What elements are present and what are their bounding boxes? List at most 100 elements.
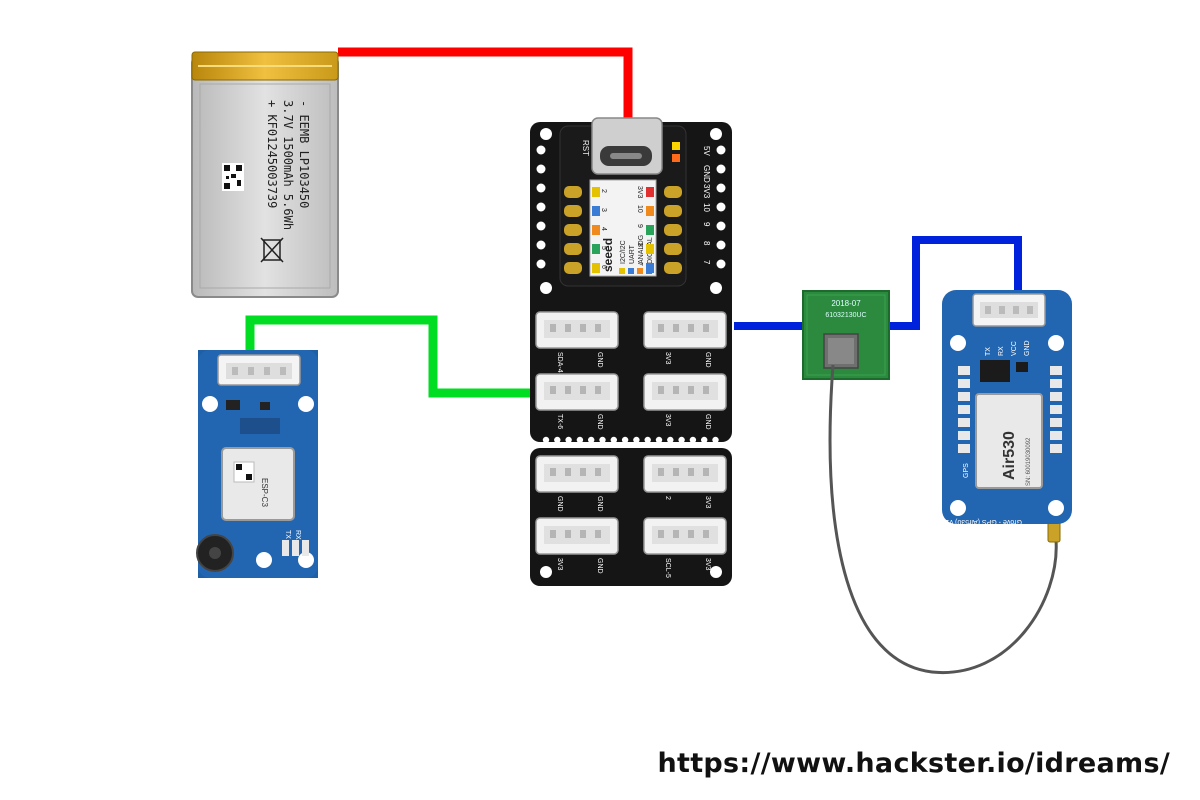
header-hole — [717, 184, 726, 193]
pin-color-mark — [592, 206, 600, 216]
perf-hole — [633, 437, 639, 443]
gps-module: TXRXVCCGND Air530 SN: 60019030092 GPS Gr… — [940, 290, 1072, 525]
perf-hole — [611, 437, 617, 443]
xiao-right-pin: 3V3 — [636, 186, 643, 199]
xiao-left-pin: 5 — [600, 246, 607, 250]
pad — [664, 224, 682, 236]
reset-label: RST — [581, 140, 590, 156]
xiao-right-pin: 8 — [636, 243, 643, 247]
perf-hole — [577, 437, 583, 443]
usb-c-port — [592, 118, 662, 174]
header-hole — [537, 165, 546, 174]
grove-port-label: 3V3 — [704, 496, 711, 509]
pad — [282, 540, 289, 556]
xiao-module: seeed I2C/I2CUARTANALOGDIGITAL 23V331049… — [560, 118, 686, 286]
pad — [958, 405, 970, 414]
perf-hole — [690, 437, 696, 443]
pad — [564, 224, 582, 236]
side-pin-label: 3V3 — [702, 184, 711, 199]
pad — [564, 262, 582, 274]
pad — [958, 431, 970, 440]
pin-color-mark — [592, 187, 600, 197]
pad — [564, 243, 582, 255]
expansion-board: 5VGND3V310987 seeed I2C/I2CUARTANALOGDIG… — [530, 118, 732, 586]
pin-color-mark — [592, 244, 600, 254]
pad — [958, 444, 970, 453]
pad — [664, 262, 682, 274]
grove-port-label: GND — [556, 496, 563, 512]
pad — [664, 205, 682, 217]
pad — [1050, 431, 1062, 440]
perf-hole — [712, 437, 718, 443]
pad — [958, 392, 970, 401]
pad — [1050, 379, 1062, 388]
battery-label-line-2: 3.7V 1500mAh 5.6Wh — [281, 100, 295, 230]
side-pin-label: 7 — [702, 260, 711, 265]
wifi-pin-rx: RX — [294, 530, 301, 540]
pin-color-mark — [646, 263, 654, 273]
side-pin-label: 8 — [702, 241, 711, 246]
xiao-right-pin: 7 — [636, 262, 643, 266]
pad — [1050, 405, 1062, 414]
pad — [1050, 392, 1062, 401]
gps-pin-label: TX — [985, 347, 992, 356]
grove-port-label: 3V3 — [664, 414, 671, 427]
pad — [292, 540, 299, 556]
pad — [1050, 366, 1062, 375]
pin-color-mark — [646, 187, 654, 197]
pad — [302, 540, 309, 556]
header-hole — [717, 165, 726, 174]
grove-port-label: 3V3 — [664, 352, 671, 365]
grove-port-label: TX-6 — [556, 414, 563, 429]
gps-pin-label: VCC — [1011, 341, 1018, 356]
grove-port-label: GND — [704, 414, 711, 430]
legend-swatch — [628, 268, 634, 274]
power-wire — [338, 52, 628, 118]
pad — [564, 205, 582, 217]
header-hole — [717, 260, 726, 269]
grove-port-label: SCL-5 — [664, 558, 671, 578]
perf-hole — [565, 437, 571, 443]
gps-side-label: GPS — [963, 463, 970, 478]
perf-hole — [656, 437, 662, 443]
perf-hole — [588, 437, 594, 443]
pin-color-mark — [592, 225, 600, 235]
perf-hole — [645, 437, 651, 443]
qr-code-icon — [222, 163, 244, 191]
xiao-left-pin: 4 — [600, 227, 607, 231]
gps-sn: SN: 60019030092 — [1026, 437, 1032, 486]
legend-swatch — [637, 268, 643, 274]
pad — [664, 186, 682, 198]
pad — [564, 186, 582, 198]
legend-swatch — [619, 268, 625, 274]
perf-hole — [701, 437, 707, 443]
wifi-pin-tx: TX — [284, 530, 291, 539]
grove-port-label: GND — [596, 352, 603, 368]
gps-bottom-label: Grove - GPS (Air530) v1.0 — [940, 518, 1022, 525]
xiao-right-pin: 10 — [636, 205, 643, 213]
grove-port-label: 2 — [664, 496, 671, 500]
side-pin-label: 9 — [702, 222, 711, 227]
side-pin-label: GND — [702, 165, 711, 183]
antenna-date: 2018-07 — [831, 299, 861, 308]
header-hole — [717, 203, 726, 212]
mount-hole — [202, 396, 218, 412]
xiao-left-pin: 6 — [600, 265, 607, 269]
header-hole — [537, 260, 546, 269]
header-hole — [537, 241, 546, 250]
perf-hole — [622, 437, 628, 443]
pin-color-mark — [646, 225, 654, 235]
header-hole — [537, 184, 546, 193]
pad — [1050, 418, 1062, 427]
pin-color-mark — [592, 263, 600, 273]
perf-hole — [554, 437, 560, 443]
perf-hole — [678, 437, 684, 443]
lipo-battery: - EEMB LP103450 3.7V 1500mAh 5.6Wh + KF0… — [192, 52, 338, 297]
header-hole — [537, 222, 546, 231]
legend-entry: I2C/I2C — [620, 240, 627, 264]
pad — [664, 243, 682, 255]
grove-port-label: 3V3 — [704, 558, 711, 571]
perf-hole — [667, 437, 673, 443]
pad — [958, 366, 970, 375]
